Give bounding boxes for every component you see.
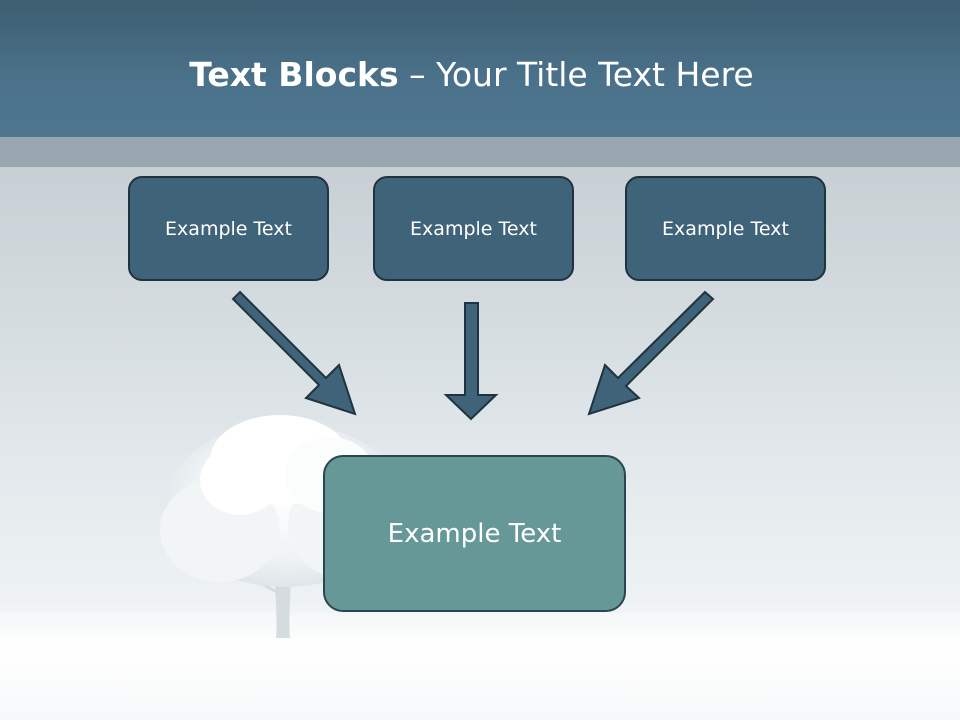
arrow-icon [443, 302, 499, 421]
text-block-middle: Example Text [373, 176, 574, 281]
snow-ground [0, 612, 960, 720]
text-block-left: Example Text [128, 176, 329, 281]
arrow-icon [587, 290, 715, 416]
title-bold-part: Text Blocks [189, 55, 399, 94]
title-rest-part: Your Title Text Here [436, 55, 754, 94]
center-text-block: Example Text [323, 455, 626, 612]
arrow-icon [231, 290, 357, 416]
header-band [0, 0, 960, 137]
center-text-block-label: Example Text [387, 518, 562, 549]
text-block-middle-label: Example Text [410, 217, 537, 240]
title-separator: – [398, 55, 437, 94]
text-block-right-label: Example Text [662, 217, 789, 240]
text-block-right: Example Text [625, 176, 826, 281]
slide-title: Text Blocks – Your Title Text Here [0, 52, 943, 98]
header-subband [0, 137, 960, 167]
text-block-left-label: Example Text [165, 217, 292, 240]
